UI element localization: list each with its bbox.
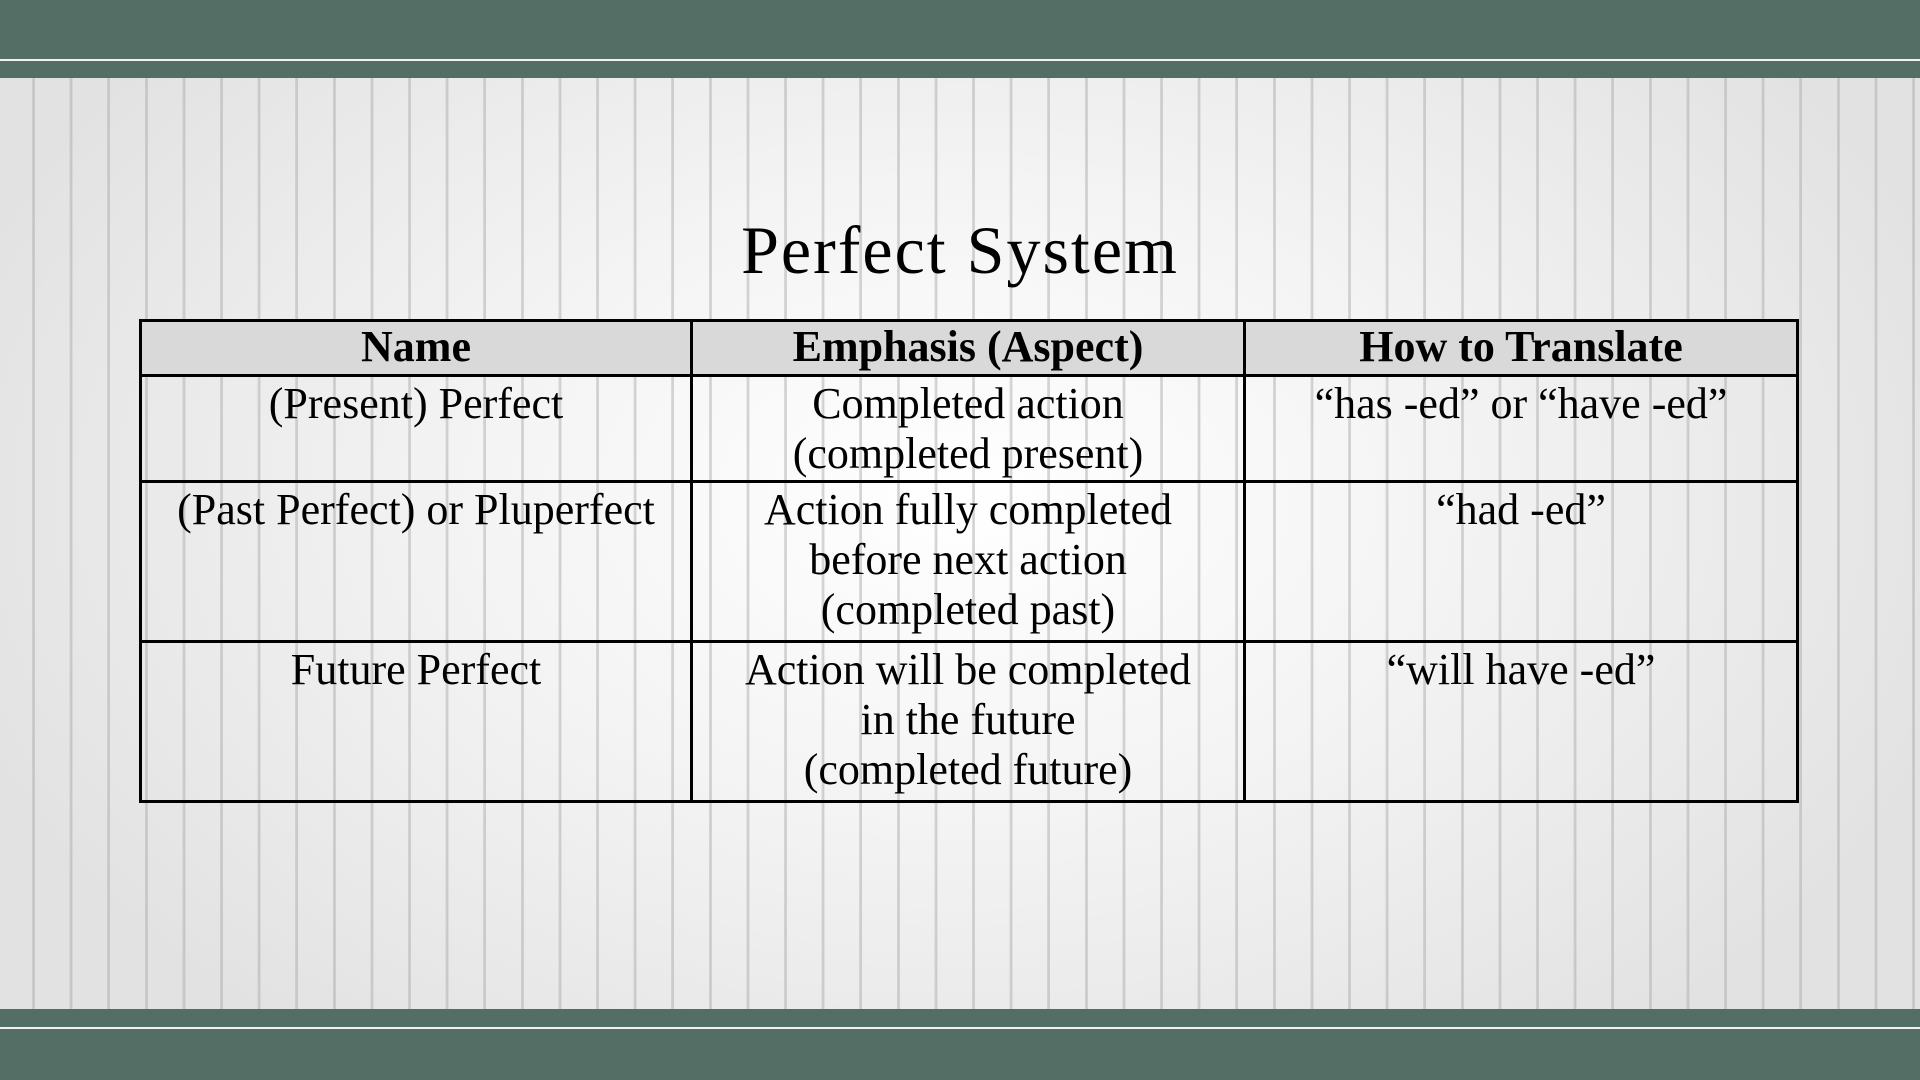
cell-emphasis: Action will be completed in the future (… xyxy=(690,640,1246,803)
cell-emphasis: Action fully completed before next actio… xyxy=(690,480,1246,643)
cell-emphasis-line: Action will be completed xyxy=(745,645,1191,694)
cell-translate: “had -ed” xyxy=(1243,480,1799,643)
bottom-band xyxy=(0,1009,1920,1080)
cell-emphasis-line: Completed action xyxy=(812,379,1124,428)
table-header-row: Name Emphasis (Aspect) How to Translate xyxy=(139,319,1799,377)
cell-emphasis-line: (completed future) xyxy=(803,745,1133,794)
table-row: (Past Perfect) or Pluperfect Action full… xyxy=(139,480,1799,643)
table-row: Future Perfect Action will be completed … xyxy=(139,640,1799,803)
cell-translate: “has -ed” or “have -ed” xyxy=(1243,374,1799,483)
column-header-name: Name xyxy=(139,319,693,377)
cell-emphasis-line: Action fully completed xyxy=(763,485,1173,534)
perfect-system-table: Name Emphasis (Aspect) How to Translate … xyxy=(139,319,1799,803)
top-band-rule xyxy=(0,59,1920,61)
top-band xyxy=(0,0,1920,78)
column-header-translate: How to Translate xyxy=(1243,319,1799,377)
slide-title: Perfect System xyxy=(741,211,1179,288)
bottom-band-rule xyxy=(0,1027,1920,1029)
cell-name: Future Perfect xyxy=(139,640,693,803)
cell-name: (Past Perfect) or Pluperfect xyxy=(139,480,693,643)
cell-emphasis-line: (completed past) xyxy=(820,585,1116,634)
table-row: (Present) Perfect Completed action (comp… xyxy=(139,374,1799,483)
cell-emphasis-line: in the future xyxy=(860,695,1076,744)
cell-translate: “will have -ed” xyxy=(1243,640,1799,803)
cell-emphasis-line: before next action xyxy=(809,535,1127,584)
cell-emphasis-line: (completed present) xyxy=(792,429,1144,478)
cell-emphasis: Completed action (completed present) xyxy=(690,374,1246,483)
cell-name: (Present) Perfect xyxy=(139,374,693,483)
column-header-emphasis: Emphasis (Aspect) xyxy=(690,319,1246,377)
